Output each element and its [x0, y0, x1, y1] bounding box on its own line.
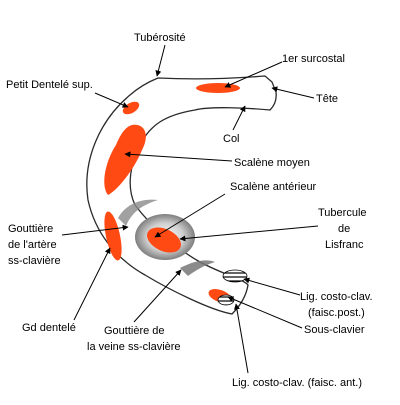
rib-outline	[86, 75, 277, 315]
leader-scalene-anterieur	[154, 193, 226, 238]
lig-costo-clav-ant-area	[217, 294, 235, 306]
label-lig-post-2: (faisc.post.)	[308, 307, 365, 319]
leader-lig-ant	[233, 303, 249, 374]
label-tubercule-3: Lisfranc	[325, 239, 364, 251]
label-gouttiere-artere-2: de l'artère	[8, 239, 57, 251]
leader-gouttiere-veine	[133, 269, 182, 323]
label-tuberosite: Tubérosité	[134, 32, 186, 44]
gd-dentele-insertion	[104, 211, 122, 261]
label-scalene-moyen: Scalène moyen	[234, 157, 310, 169]
label-col: Col	[223, 133, 240, 145]
label-scalene-anterieur: Scalène antérieur	[230, 181, 317, 193]
label-petit-dentele: Petit Dentelé sup.	[6, 79, 93, 91]
vein-groove-shade	[180, 260, 215, 276]
leader-1er-surcostal	[224, 61, 283, 88]
leader-sous-clavier	[227, 296, 303, 329]
premier-surcostal-insertion	[196, 83, 240, 93]
label-gouttiere-artere-1: Gouttière	[8, 223, 53, 235]
label-lig-post-1: Lig. costo-clav.	[300, 291, 373, 303]
label-tubercule-2: de	[338, 223, 350, 235]
leader-tuberosite	[155, 44, 166, 77]
lig-costo-clav-post-area	[222, 269, 248, 283]
label-gouttiere-veine-1: Gouttière de	[104, 325, 165, 337]
leader-tete	[271, 86, 315, 99]
artery-groove-shade	[118, 199, 158, 226]
label-lig-ant: Lig. costo-clav. (faisc. ant.)	[232, 377, 362, 389]
leader-gouttiere-artere	[61, 224, 129, 236]
label-premier-surcostal: 1er surcostal	[282, 53, 345, 65]
label-tete: Tête	[316, 93, 338, 105]
leader-lig-post	[243, 277, 301, 296]
scalene-moyen-insertion	[104, 124, 146, 195]
leader-col	[232, 105, 246, 131]
leader-scalene-moyen	[124, 151, 233, 162]
label-gd-dentele: Gd dentelé	[22, 322, 76, 334]
leader-tubercule	[179, 225, 319, 242]
label-tubercule-1: Tubercule	[318, 207, 367, 219]
leader-gd-dentele	[73, 247, 111, 321]
leader-petit-dentele	[94, 92, 129, 108]
label-gouttiere-veine-2: la veine ss-clavière	[87, 341, 181, 353]
label-sous-clavier: Sous-clavier	[304, 324, 365, 336]
label-gouttiere-artere-3: ss-clavière	[8, 255, 61, 267]
